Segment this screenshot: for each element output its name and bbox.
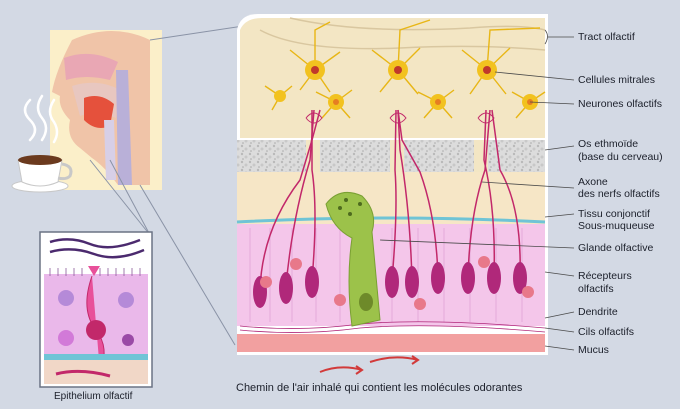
label-tract: Tract olfactif xyxy=(578,31,635,43)
steam xyxy=(23,94,59,144)
label-connective-tissue: Tissu conjonctif xyxy=(578,208,650,220)
label-receptors-sub: olfactifs xyxy=(578,283,614,295)
label-olfactory-gland: Glande olfactive xyxy=(578,242,654,254)
label-receptors: Récepteurs xyxy=(578,270,632,282)
spine xyxy=(116,70,132,185)
mucus-layer xyxy=(237,334,545,352)
label-axon-sub: des nerfs olfactifs xyxy=(578,188,660,200)
caption-epithelium: Epithelium olfactif xyxy=(54,391,133,402)
label-mucus: Mucus xyxy=(578,344,609,356)
caption-air-path: Chemin de l'air inhalé qui contient les … xyxy=(236,382,523,394)
air-flow-arrows xyxy=(319,355,420,375)
label-mitral-cells: Cellules mitrales xyxy=(578,74,656,86)
label-pointers xyxy=(379,29,575,351)
label-axon: Axone xyxy=(578,176,608,188)
coffee-cup-icon xyxy=(11,155,73,193)
olfactory-receptors xyxy=(253,256,534,310)
trachea xyxy=(104,120,116,180)
olfactory-gland xyxy=(325,191,381,327)
nasal-cavity xyxy=(64,53,118,80)
label-cilia: Cils olfactifs xyxy=(578,326,635,338)
connective-tissue xyxy=(237,172,545,224)
epithelium-inset xyxy=(39,231,153,388)
label-submucosa: Sous-muqueuse xyxy=(578,220,655,232)
label-ethmoid-sub: (base du cerveau) xyxy=(578,151,663,163)
label-dendrite: Dendrite xyxy=(578,306,618,318)
mitral-cells xyxy=(264,19,546,124)
label-olfactory-neurons: Neurones olfactifs xyxy=(578,98,663,110)
olfactory-nerve-fibres xyxy=(259,109,521,291)
label-ethmoid-bone: Os ethmoïde xyxy=(578,138,639,150)
olfactory-neuron xyxy=(274,90,286,102)
